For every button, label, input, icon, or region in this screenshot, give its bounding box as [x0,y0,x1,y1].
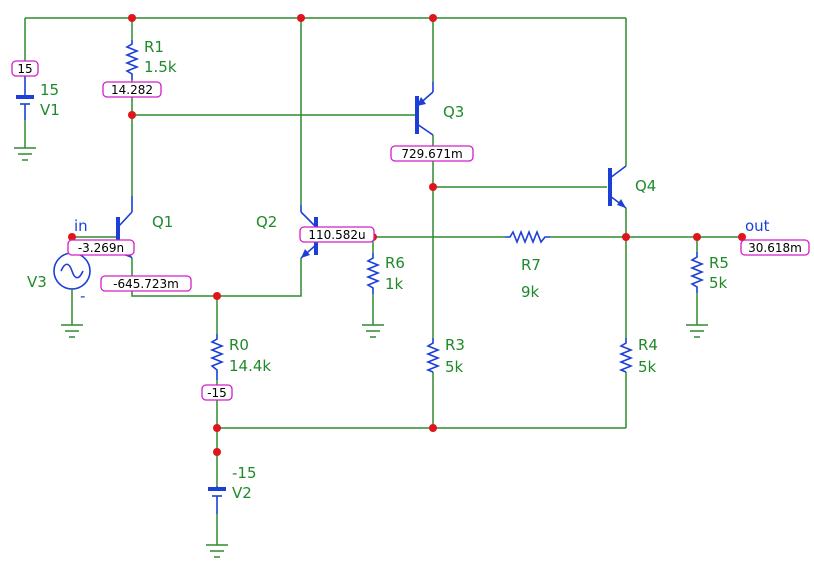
r1-value: 1.5k [144,58,177,76]
probe-v1[interactable]: 15 [11,60,39,77]
probe-r1-bottom-value: 14.282 [111,83,153,97]
net-out-label: out [745,217,770,235]
v1-name: V1 [40,101,60,119]
probe-r0-bottom-value: -15 [207,386,227,400]
junction-dots [68,14,746,456]
probe-out[interactable]: 30.618m [740,239,810,256]
v3-minus-label: - [80,287,85,305]
ground-r6 [362,324,384,338]
q1-name: Q1 [152,213,173,231]
ground-symbols [14,147,708,558]
r3-name: R3 [445,336,465,354]
probe-in[interactable]: -3.269n [67,239,135,256]
ground-v2 [206,544,228,558]
r1-name: R1 [144,38,164,56]
probe-q2-base-value: 110.582u [308,228,365,242]
probe-r0-bottom[interactable]: -15 [201,384,233,401]
resistor-r6 [365,253,381,294]
resistor-r3 [425,338,441,373]
probe-out-value: 30.618m [748,241,802,255]
probe-emitter-node[interactable]: -645.723m [100,275,192,292]
resistor-r4 [618,338,634,373]
r7-name: R7 [521,256,541,274]
resistor-r1 [124,40,140,80]
r6-value: 1k [385,275,404,293]
r0-value: 14.4k [229,357,271,375]
v2-value: -15 [232,464,257,482]
resistor-r7 [505,229,550,245]
r5-value: 5k [709,274,728,292]
resistor-r5 [689,252,705,293]
probe-q2-base[interactable]: 110.582u [299,226,375,243]
probe-q3-collector-value: 729.671m [401,147,462,161]
r0-name: R0 [229,336,249,354]
v2-source [208,486,226,514]
v1-source [16,70,34,120]
q2-name: Q2 [256,213,277,231]
v3-sine-source [53,252,91,290]
ground-r5 [686,324,708,338]
r6-name: R6 [385,254,405,272]
r7-value: 9k [521,283,540,301]
transistor-q3 [415,82,434,136]
r4-value: 5k [638,358,657,376]
probe-r1-bottom[interactable]: 14.282 [102,81,162,98]
v2-name: V2 [232,484,252,502]
probe-in-value: -3.269n [78,241,124,255]
net-in-label: in [74,217,88,235]
ground-v3 [61,324,83,338]
probe-q3-collector[interactable]: 729.671m [390,145,474,162]
resistors [124,40,705,380]
v1-value: 15 [40,81,59,99]
r5-name: R5 [709,254,729,272]
resistor-r0 [209,334,225,380]
probe-emitter-node-value: -645.723m [113,277,179,291]
transistor-q4 [608,165,627,209]
q3-name: Q3 [443,103,464,121]
v3-name: V3 [27,273,47,291]
r4-name: R4 [638,336,658,354]
r3-value: 5k [445,358,464,376]
q4-name: Q4 [635,177,656,195]
ground-v1 [14,147,36,161]
probe-v1-value: 15 [17,62,32,76]
component-labels: R1 1.5k 15 V1 Q3 Q4 Q1 Q2 in out R6 1k R… [27,38,770,502]
